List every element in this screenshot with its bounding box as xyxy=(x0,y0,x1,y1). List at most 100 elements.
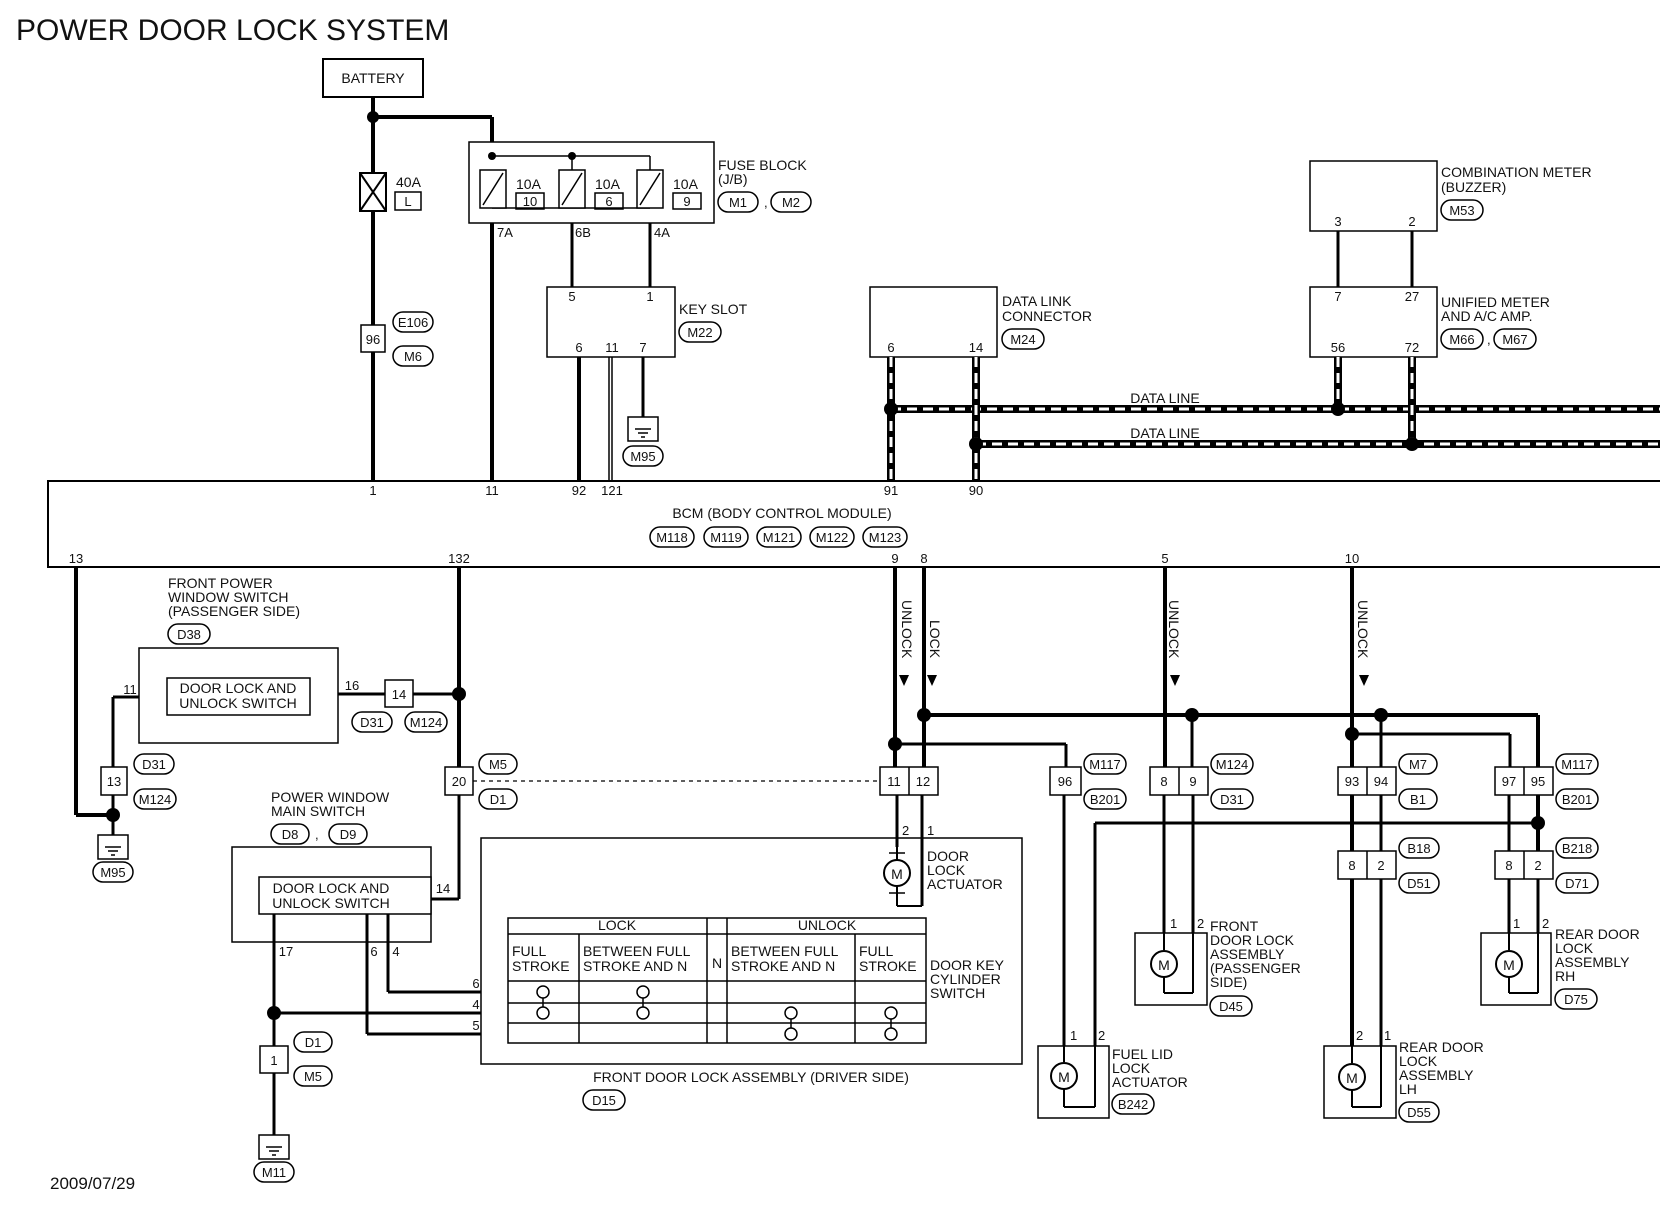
svg-text:STROKE: STROKE xyxy=(512,958,570,974)
svg-text:91: 91 xyxy=(884,483,898,498)
svg-text:6B: 6B xyxy=(575,225,591,240)
power-window-main-switch: DOOR LOCK AND UNLOCK SWITCH 14 17 6 4 PO… xyxy=(231,789,450,959)
svg-text:5: 5 xyxy=(568,289,575,304)
svg-text:D31: D31 xyxy=(360,715,384,730)
svg-text:FULL: FULL xyxy=(512,943,546,959)
joint-97-95: 97 95 M117 B201 xyxy=(1494,753,1599,810)
svg-text:DOOR LOCK AND: DOOR LOCK AND xyxy=(180,680,297,696)
svg-text:56: 56 xyxy=(1331,340,1345,355)
svg-text:1: 1 xyxy=(646,289,653,304)
svg-text:M5: M5 xyxy=(304,1069,322,1084)
svg-text:11: 11 xyxy=(887,774,901,789)
svg-text:M2: M2 xyxy=(782,195,800,210)
svg-text:M95: M95 xyxy=(100,865,125,880)
svg-text:D51: D51 xyxy=(1407,876,1431,891)
svg-text:10: 10 xyxy=(1345,551,1359,566)
svg-text:1: 1 xyxy=(1513,916,1520,931)
front-door-lock-assembly-driver: FRONT DOOR LOCK ASSEMBLY (DRIVER SIDE) D… xyxy=(480,837,1023,1111)
svg-text:LH: LH xyxy=(1399,1081,1417,1097)
svg-text:9: 9 xyxy=(683,194,690,209)
svg-text:,: , xyxy=(1487,332,1491,347)
svg-text:UNLOCK: UNLOCK xyxy=(899,600,915,659)
svg-text:FRONT: FRONT xyxy=(1210,918,1259,934)
svg-text:UNLOCK: UNLOCK xyxy=(1355,600,1371,659)
svg-text:97: 97 xyxy=(1502,774,1516,789)
svg-text:94: 94 xyxy=(1374,774,1388,789)
joint-b18: 8 2 B18 D51 xyxy=(1337,837,1440,894)
svg-text:D15: D15 xyxy=(592,1093,616,1108)
svg-text:121: 121 xyxy=(601,483,623,498)
svg-text:1: 1 xyxy=(1170,916,1177,931)
svg-text:13: 13 xyxy=(107,774,121,789)
svg-text:UNLOCK SWITCH: UNLOCK SWITCH xyxy=(272,895,389,911)
svg-text:M95: M95 xyxy=(630,449,655,464)
svg-text:M: M xyxy=(891,866,903,882)
svg-text:10A: 10A xyxy=(516,176,542,192)
front-power-window-switch: DOOR LOCK AND UNLOCK SWITCH 11 16 FRONT … xyxy=(123,575,359,744)
svg-text:D31: D31 xyxy=(1220,792,1244,807)
svg-text:DOOR LOCK: DOOR LOCK xyxy=(1210,932,1295,948)
svg-text:1: 1 xyxy=(927,823,934,838)
svg-text:14: 14 xyxy=(969,340,983,355)
svg-text:8: 8 xyxy=(920,551,927,566)
svg-text:5: 5 xyxy=(472,1018,479,1033)
svg-text:2: 2 xyxy=(1542,916,1549,931)
svg-text:11: 11 xyxy=(485,483,499,498)
svg-text:WINDOW SWITCH: WINDOW SWITCH xyxy=(168,589,289,605)
svg-text:UNLOCK SWITCH: UNLOCK SWITCH xyxy=(179,695,296,711)
svg-text:BATTERY: BATTERY xyxy=(341,70,405,86)
svg-text:20: 20 xyxy=(452,774,466,789)
joint-20: 20 M5 D1 xyxy=(444,753,518,810)
ground-m11: M11 xyxy=(253,1134,295,1183)
joint-1: 1 D1 M5 xyxy=(259,1031,333,1087)
svg-text:FRONT DOOR LOCK ASSEMBLY (DRIV: FRONT DOOR LOCK ASSEMBLY (DRIVER SIDE) xyxy=(593,1069,909,1085)
svg-text:40A: 40A xyxy=(396,174,422,190)
svg-text:DATA LINE: DATA LINE xyxy=(1130,425,1200,441)
svg-text:,: , xyxy=(315,827,319,842)
svg-text:LOCK: LOCK xyxy=(598,917,637,933)
diagram-date: 2009/07/29 xyxy=(50,1174,135,1193)
svg-text:90: 90 xyxy=(969,483,983,498)
svg-text:(PASSENGER: (PASSENGER xyxy=(1210,960,1301,976)
svg-text:M121: M121 xyxy=(763,530,796,545)
svg-text:BETWEEN FULL: BETWEEN FULL xyxy=(583,943,691,959)
svg-text:(J/B): (J/B) xyxy=(718,171,748,187)
svg-text:96: 96 xyxy=(366,332,380,347)
svg-text:93: 93 xyxy=(1345,774,1359,789)
svg-text:STROKE AND N: STROKE AND N xyxy=(731,958,835,974)
svg-text:SWITCH: SWITCH xyxy=(930,985,985,1001)
svg-text:B201: B201 xyxy=(1090,792,1120,807)
svg-text:M11: M11 xyxy=(262,1165,286,1180)
svg-text:M53: M53 xyxy=(1449,203,1474,218)
joint-13: 13 D31 M124 xyxy=(100,753,177,810)
joint-14: 14 D31 M124 xyxy=(351,679,448,733)
svg-text:ASSEMBLY: ASSEMBLY xyxy=(1210,946,1285,962)
svg-text:DATA LINK: DATA LINK xyxy=(1002,293,1072,309)
svg-text:4: 4 xyxy=(472,997,479,1012)
svg-text:2: 2 xyxy=(1534,858,1541,873)
svg-text:FUSE BLOCK: FUSE BLOCK xyxy=(718,157,807,173)
svg-text:M118: M118 xyxy=(656,530,688,545)
svg-text:M123: M123 xyxy=(869,530,902,545)
svg-text:BCM (BODY CONTROL MODULE): BCM (BODY CONTROL MODULE) xyxy=(672,505,891,521)
svg-text:M: M xyxy=(1158,957,1170,973)
svg-text:MAIN SWITCH: MAIN SWITCH xyxy=(271,803,365,819)
rear-door-lock-assembly-rh: 1 2 M REAR DOOR LOCK ASSEMBLY RH D75 xyxy=(1480,916,1640,1010)
svg-text:FUEL LID: FUEL LID xyxy=(1112,1046,1173,1062)
svg-text:6: 6 xyxy=(887,340,894,355)
svg-text:D45: D45 xyxy=(1219,999,1243,1014)
svg-text:M: M xyxy=(1503,957,1515,973)
svg-text:2: 2 xyxy=(1356,1028,1363,1043)
svg-text:REAR DOOR: REAR DOOR xyxy=(1555,926,1640,942)
front-door-lock-assembly-passenger: 1 2 M FRONT DOOR LOCK ASSEMBLY (PASSENGE… xyxy=(1134,916,1301,1017)
svg-text:D9: D9 xyxy=(340,827,357,842)
svg-text:LOCK: LOCK xyxy=(927,620,943,659)
svg-text:DOOR LOCK AND: DOOR LOCK AND xyxy=(273,880,390,896)
svg-text:KEY SLOT: KEY SLOT xyxy=(679,301,748,317)
svg-text:12: 12 xyxy=(916,774,930,789)
svg-text:POWER WINDOW: POWER WINDOW xyxy=(271,789,390,805)
svg-text:13: 13 xyxy=(69,551,83,566)
svg-text:DATA LINE: DATA LINE xyxy=(1130,390,1200,406)
signal-labels: UNLOCK LOCK UNLOCK UNLOCK xyxy=(899,600,1371,686)
